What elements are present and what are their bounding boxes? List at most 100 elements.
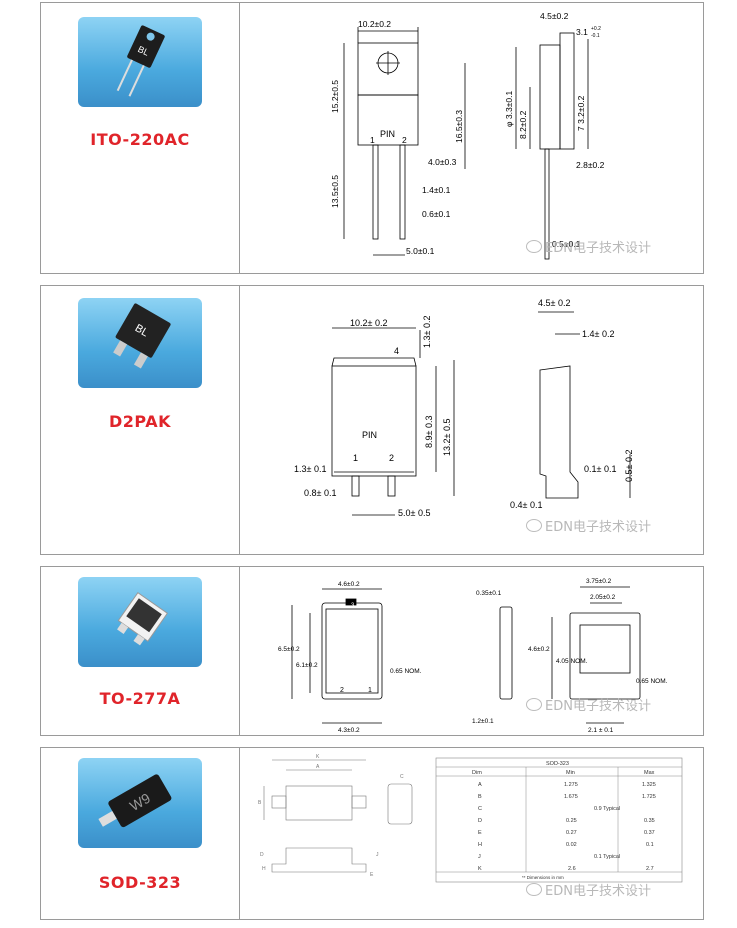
dim-lead-w1: 1.4±0.1 — [422, 185, 451, 195]
dim-pin-t: 1.3± 0.1 — [294, 464, 326, 474]
to277a-photo — [78, 577, 202, 667]
table-cell: 0.02 — [566, 842, 577, 848]
drawing-cell: 10.2±0.2 PIN 1 2 15.2±0.5 13.5±0.5 16.5±… — [240, 3, 703, 273]
package-cell: W9 SOD-323 — [41, 748, 240, 919]
dim-h82: 8.2±0.2 — [518, 110, 528, 139]
d2pak-drawing: 10.2± 0.2 4 1.3± 0.2 PIN 1 2 8.9± 0.3 13… — [294, 298, 634, 518]
dim-thick: 4.5±0.2 — [540, 11, 569, 21]
dim-letter-h: H — [262, 866, 266, 872]
drawing-cell: 10.2± 0.2 4 1.3± 0.2 PIN 1 2 8.9± 0.3 13… — [240, 286, 703, 554]
table-cell: 0.35 — [644, 818, 655, 824]
package-label: ITO-220AC — [90, 130, 190, 149]
dim-letter-a: A — [316, 764, 320, 770]
dim-pin-w: 0.8± 0.1 — [304, 488, 336, 498]
package-row-d2pak: BL D2PAK 10.2± — [40, 285, 704, 555]
pin-4: 4 — [394, 346, 399, 356]
pin-text: PIN — [380, 129, 395, 139]
dim-h46: 4.6±0.2 — [528, 646, 550, 653]
pin-1: 1 — [368, 687, 372, 694]
dim-tab-t: 1.3± 0.2 — [422, 316, 432, 348]
table-cell: 0.9 Typical — [594, 806, 620, 812]
dim-letter-k: K — [316, 754, 320, 760]
wechat-icon — [526, 519, 542, 532]
table-cell: 2.7 — [646, 866, 654, 872]
ito220ac-photo: BL — [78, 17, 202, 107]
dim-letter-e: E — [370, 872, 374, 878]
ito220ac-drawing: 10.2±0.2 PIN 1 2 15.2±0.5 13.5±0.5 16.5±… — [330, 11, 605, 260]
dim-top-w: 4.6±0.2 — [338, 581, 360, 588]
table-cell: 0.1 — [646, 842, 654, 848]
table-cell: D — [478, 818, 482, 824]
package-row-ito220ac: BL ITO-220AC — [40, 2, 704, 274]
watermark: EDN电子技术设计 — [526, 237, 651, 256]
table-cell: 1.675 — [564, 794, 578, 800]
table-cell: E — [478, 830, 482, 836]
package-label: SOD-323 — [98, 873, 182, 892]
dim-side-t: 0.35±0.1 — [476, 590, 502, 597]
wechat-icon — [526, 883, 542, 896]
package-cell: BL D2PAK — [41, 286, 240, 554]
pin-2: 2 — [389, 453, 394, 463]
watermark: EDN电子技术设计 — [526, 880, 651, 899]
dim-body-h: 15.2±0.5 — [330, 80, 340, 113]
dim-w21: 2.1 ± 0.1 — [588, 727, 614, 734]
table-cell: B — [478, 794, 482, 800]
table-header-dim: Dim — [472, 770, 482, 776]
pin-1: 1 — [353, 453, 358, 463]
dimension-table: SOD-323 Dim Min Max A 1.275 1.325 B 1.67… — [435, 757, 683, 883]
table-cell: C — [478, 806, 482, 812]
chip-marking: BL — [136, 44, 150, 58]
dim-letter-d: D — [260, 852, 264, 858]
table-cell: K — [478, 866, 482, 872]
wechat-icon — [526, 698, 542, 711]
dim-h61: 6.1±0.2 — [296, 662, 318, 669]
dim-letter-j: J — [376, 852, 379, 858]
drawing-cell: K A B C D E H J SOD-323 Dim Min Max — [240, 748, 703, 919]
dim-width: 10.2±0.2 — [358, 19, 391, 29]
watermark: EDN电子技术设计 — [526, 695, 651, 714]
dim-bottom: 0.5±0.1 — [552, 239, 581, 249]
table-title: SOD-323 — [546, 761, 569, 767]
dim-spacing: 5.0±0.1 — [406, 246, 435, 256]
dim-tab: 3.1 — [576, 27, 588, 37]
wechat-icon — [526, 240, 542, 253]
dim-h73: 7 3.2±0.2 — [576, 95, 586, 131]
table-cell: 1.325 — [642, 782, 656, 788]
table-cell: 0.1 Typical — [594, 854, 620, 860]
dim-step: 0.1± 0.1 — [584, 464, 616, 474]
watermark: EDN电子技术设计 — [526, 516, 651, 535]
dim-side-b: 1.2±0.1 — [472, 718, 494, 725]
dim-lead-len: 13.5±0.5 — [330, 175, 340, 208]
table-header-min: Min — [566, 770, 575, 776]
to277a-drawing: 4.6±0.2 3 2 1 6.5±0.2 6.1±0.2 0.65 NOM. … — [278, 578, 668, 734]
chip-marking: BL — [133, 322, 151, 339]
dim-lead-t: 0.4± 0.1 — [510, 500, 542, 510]
dim-letter-c: C — [400, 774, 404, 780]
table-cell: 0.27 — [566, 830, 577, 836]
package-cell: TO-277A — [41, 567, 240, 735]
dim-w375: 3.75±0.2 — [586, 578, 612, 585]
table-cell: H — [478, 842, 482, 848]
dim-hole: φ 3.3±0.1 — [504, 91, 514, 127]
dim-pitch1: 4.0±0.3 — [428, 157, 457, 167]
dim-tab-tol-up: +0.2 — [591, 26, 601, 32]
table-cell: J — [478, 854, 481, 860]
package-cell: BL ITO-220AC — [41, 3, 240, 273]
package-label: D2PAK — [109, 412, 171, 431]
table-cell: 2.6 — [568, 866, 576, 872]
dim-nom3: 0.65 NOM. — [636, 678, 668, 685]
dim-thick: 4.5± 0.2 — [538, 298, 570, 308]
table-cell: 1.725 — [642, 794, 656, 800]
dim-bot-w: 4.3±0.2 — [338, 727, 360, 734]
drawing-cell: 4.6±0.2 3 2 1 6.5±0.2 6.1±0.2 0.65 NOM. … — [240, 567, 703, 735]
package-row-to277a: TO-277A 4.6±0.2 3 2 1 6.5±0.2 — [40, 566, 704, 736]
dim-h89: 8.9± 0.3 — [424, 416, 434, 448]
dim-lead-w2: 0.6±0.1 — [422, 209, 451, 219]
dim-width: 10.2± 0.2 — [350, 318, 387, 328]
dim-tab-w: 1.4± 0.2 — [582, 329, 614, 339]
table-footnote: ** Dimensions in mm — [522, 875, 564, 880]
d2pak-photo: BL — [78, 298, 202, 388]
pin-text: PIN — [362, 430, 377, 440]
package-label: TO-277A — [99, 689, 181, 708]
dim-tab-tol-dn: -0.1 — [591, 33, 600, 39]
